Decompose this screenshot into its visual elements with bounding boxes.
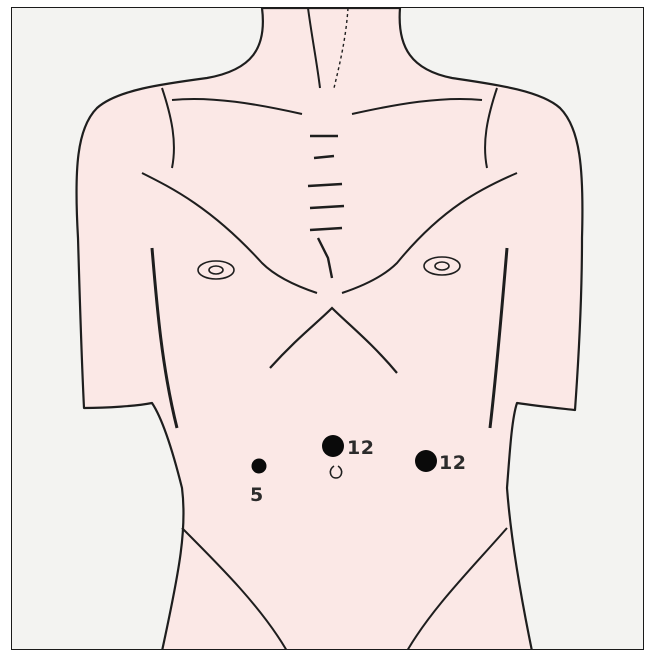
port-umbilical: 12 — [322, 435, 374, 459]
port-left-lateral: 12 — [415, 450, 466, 474]
port-marker — [252, 459, 267, 474]
figure-frame: 5 12 12 — [11, 7, 644, 650]
torso-diagram: 5 12 12 — [12, 8, 644, 650]
port-marker — [415, 450, 437, 472]
torso-silhouette — [76, 8, 582, 650]
port-label: 12 — [439, 452, 466, 474]
port-label: 12 — [347, 437, 374, 459]
port-marker — [322, 435, 344, 457]
port-label: 5 — [250, 484, 264, 506]
